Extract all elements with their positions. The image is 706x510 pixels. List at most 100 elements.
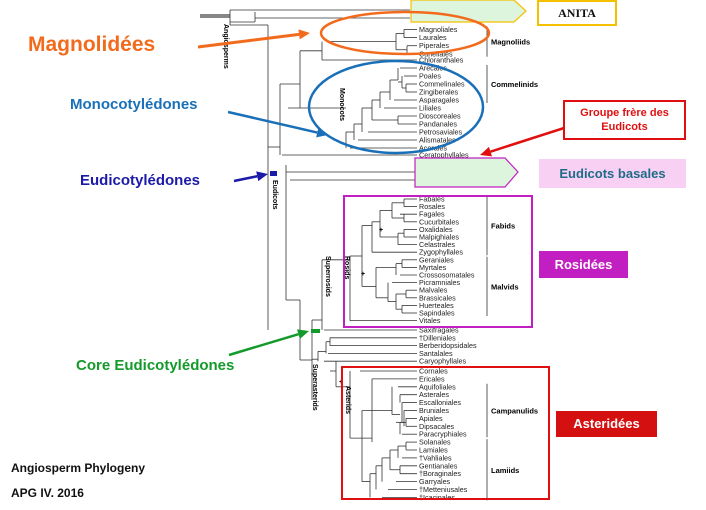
taxon-label: Berberidopsidales — [419, 341, 477, 350]
root-bar — [200, 14, 230, 18]
taxon-label: Zygophyllales — [419, 248, 463, 257]
eudicots-arrow-head — [256, 171, 268, 182]
taxon-label: Zingiberales — [419, 88, 459, 97]
taxon-label: †Metteniusales — [419, 485, 468, 494]
core-eudicots-label: Core Eudicotylédones — [76, 357, 235, 374]
taxon-label: Paracryphiales — [419, 430, 467, 439]
monocots-arrow-head — [316, 127, 328, 138]
taxon-label: Cucurbitales — [419, 217, 459, 226]
vertical-label-superasterids: Superasterids — [311, 364, 318, 411]
taxon-label: Oxalidales — [419, 225, 453, 234]
monocots-label: Monocotylédones — [70, 96, 198, 113]
taxon-label: Picramniales — [419, 278, 461, 287]
core-eudicots-arrow-head — [297, 329, 309, 339]
taxon-label: Asparagales — [419, 96, 459, 105]
taxon-label: Lamiales — [419, 446, 448, 455]
vertical-label-eudicots: Eudicots — [271, 180, 278, 210]
clade-label-commelinids: Commelinids — [491, 80, 538, 89]
taxon-label: Fagales — [419, 210, 445, 219]
core-eudicots-node — [311, 329, 320, 333]
taxon-label: Aquifoliales — [419, 382, 456, 391]
taxon-label: Asterales — [419, 390, 449, 399]
taxon-label: †Dilleniales — [419, 333, 456, 342]
eudicots-basales-box: Eudicots basales — [539, 159, 686, 188]
rosidees-label: Rosidées — [554, 257, 613, 272]
monocots-ellipse — [307, 59, 485, 155]
taxon-label: Gentianales — [419, 461, 458, 470]
anita-shape — [410, 0, 527, 23]
taxon-label: Brassicales — [419, 293, 456, 302]
taxon-label: Malvales — [419, 286, 448, 295]
taxon-label: Celastrales — [419, 240, 455, 249]
taxon-label: Myrtales — [419, 263, 447, 272]
rosids-box — [343, 195, 533, 328]
taxon-label: Ericales — [419, 374, 445, 383]
taxa-labels: MagnolialesLauralesPiperalesCanellalesCh… — [419, 25, 477, 502]
taxon-label: Commelinales — [419, 80, 465, 89]
tree-branches — [200, 9, 488, 501]
taxon-label: Garryales — [419, 477, 451, 486]
groupe-frere-arrow-head — [480, 146, 493, 157]
taxon-label: Caryophyllales — [419, 357, 467, 366]
clade-label-fabids: Fabids — [491, 222, 515, 231]
taxon-label: Apiales — [419, 414, 443, 423]
asterids-box — [341, 366, 550, 500]
taxon-label: Solanales — [419, 438, 451, 447]
taxon-label: †Icacinales — [419, 493, 455, 502]
taxon-label: †Vahliales — [419, 453, 452, 462]
taxon-label: Crossosomatales — [419, 271, 475, 280]
vertical-label-monocots: Monocots — [338, 88, 345, 121]
vertical-label-angiosperms: Angiosperms — [222, 24, 229, 69]
taxon-label: Liliales — [419, 104, 441, 113]
vertical-label-asterids: Asterids — [344, 386, 351, 414]
magnolidees-arrow-head — [298, 29, 310, 40]
eudicots-basales-label: Eudicots basales — [559, 166, 666, 181]
node-marker: + — [379, 227, 383, 234]
taxon-label: Arecales — [419, 64, 447, 73]
anita-label: ANITA — [558, 6, 596, 20]
magnolidees-arrow — [197, 32, 300, 49]
monocots-arrow — [227, 110, 318, 134]
groupe-frere-arrow — [490, 126, 565, 153]
eudicots-arrow — [233, 174, 258, 183]
clade-label-malvids: Malvids — [491, 282, 519, 291]
clade-label-magnoliids: Magnoliids — [491, 38, 530, 47]
taxon-label: Huerteales — [419, 301, 454, 310]
taxon-label: Pandanales — [419, 120, 457, 129]
taxon-label: Geraniales — [419, 255, 454, 264]
core-eudicots-arrow — [228, 332, 299, 357]
taxon-label: Santalales — [419, 349, 453, 358]
taxon-label: Rosales — [419, 202, 445, 211]
taxon-label: Dioscoreales — [419, 112, 461, 121]
taxon-label: Sapindales — [419, 309, 455, 318]
asteridees-box: Asteridées — [556, 411, 657, 437]
taxon-label: Petrosaviales — [419, 128, 463, 137]
anita-box: ANITA — [537, 0, 617, 26]
taxon-label: Laurales — [419, 33, 447, 42]
taxon-label: Ceratophyllales — [419, 151, 469, 160]
rosidees-box: Rosidées — [539, 251, 628, 278]
magnoliids-ellipse — [319, 10, 491, 56]
vertical-label-rosids: Rosids — [343, 256, 350, 279]
footer-source: APG IV. 2016 — [11, 486, 84, 500]
groupe-frere-label: Groupe frère des Eudicots — [580, 107, 669, 133]
taxon-label: Poales — [419, 72, 441, 81]
taxon-label: Dipsacales — [419, 422, 455, 431]
taxon-label: Saxifragales — [419, 326, 459, 335]
groupe-frere-box: Groupe frère des Eudicots — [563, 100, 686, 140]
clade-label-lamiids: Lamiids — [491, 466, 519, 475]
taxon-label: Chloranthales — [419, 56, 464, 65]
taxon-label: Cornales — [419, 367, 448, 376]
magnolidees-label: Magnolidées — [28, 33, 156, 56]
basal-eudicots-shape — [414, 157, 519, 188]
node-marker: + — [361, 271, 365, 278]
taxon-label: Fabales — [419, 195, 445, 204]
footer-title: Angiosperm Phylogeny — [11, 461, 146, 475]
annotations: +++MagnoliidsCommelinidsFabidsMalvidsCam… — [197, 0, 565, 500]
taxon-label: †Boraginales — [419, 469, 461, 478]
taxon-label: Escalloniales — [419, 398, 461, 407]
eudicots-node — [270, 171, 277, 176]
clade-label-campanulids: Campanulids — [491, 407, 538, 416]
